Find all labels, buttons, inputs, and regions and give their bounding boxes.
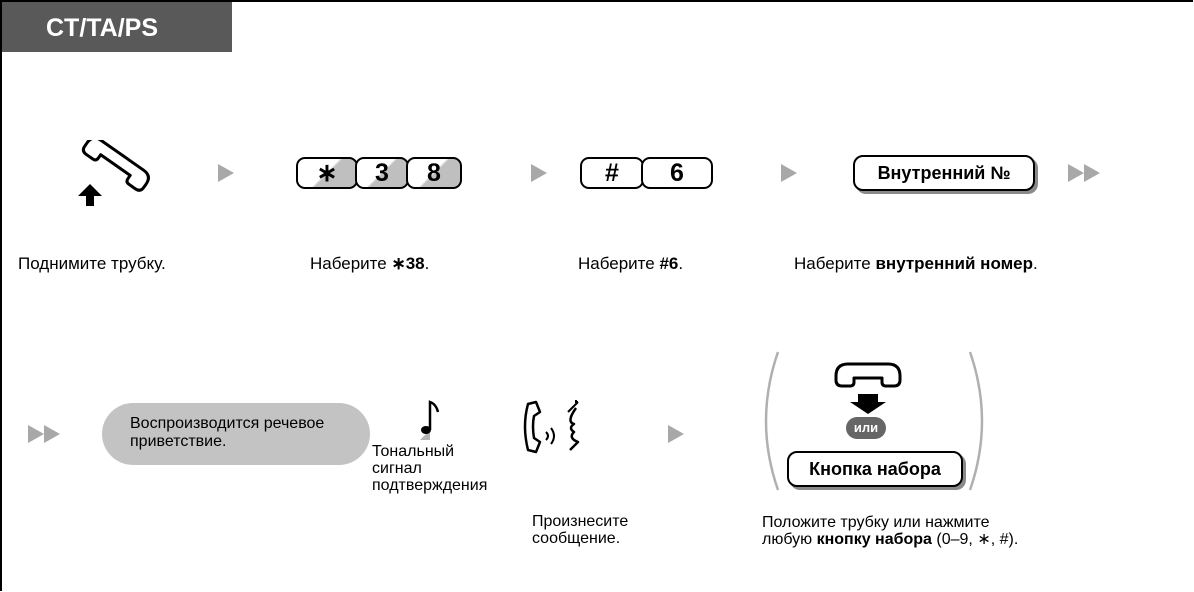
- caption-dial-38: Наберите ∗38.: [310, 254, 430, 273]
- or-badge: или: [846, 417, 886, 439]
- caption-dial-6: Наберите #6.: [578, 254, 684, 273]
- double-arrow-icon: [1084, 164, 1100, 182]
- tone-caption: Тональный сигнал подтверждения: [372, 443, 488, 494]
- star-key: ∗: [296, 157, 358, 189]
- play-arrow-icon: [531, 164, 547, 182]
- handset-onhook-icon: [834, 362, 902, 414]
- right-bracket: [968, 351, 984, 491]
- play-arrow-icon: [781, 164, 797, 182]
- double-arrow-icon: [44, 425, 60, 443]
- music-note-icon: [420, 400, 440, 440]
- handset-offhook-icon: [78, 140, 150, 206]
- greeting-pill: Воспроизводится речевое приветствие.: [102, 403, 370, 465]
- caption-ext: Наберите внутренний номер.: [794, 254, 1038, 273]
- final-caption: Положите трубку или нажмите любую кнопку…: [762, 514, 1019, 548]
- key-8: 8: [406, 157, 462, 189]
- key-6: 6: [641, 157, 713, 189]
- play-arrow-icon: [668, 425, 684, 443]
- extension-number-button: Внутренний №: [853, 155, 1035, 191]
- key-3: 3: [355, 157, 409, 189]
- double-arrow-icon: [28, 425, 44, 443]
- double-arrow-icon: [1068, 164, 1084, 182]
- left-bracket: [764, 351, 780, 491]
- speak-caption: Произнесите сообщение.: [532, 513, 629, 547]
- play-arrow-icon: [218, 164, 234, 182]
- hash-key: #: [580, 157, 644, 189]
- caption-offhook: Поднимите трубку.: [18, 254, 166, 273]
- speaking-icon: [523, 400, 580, 454]
- header-title: CT/TA/PS: [2, 2, 232, 52]
- dial-key-button: Кнопка набора: [787, 451, 963, 487]
